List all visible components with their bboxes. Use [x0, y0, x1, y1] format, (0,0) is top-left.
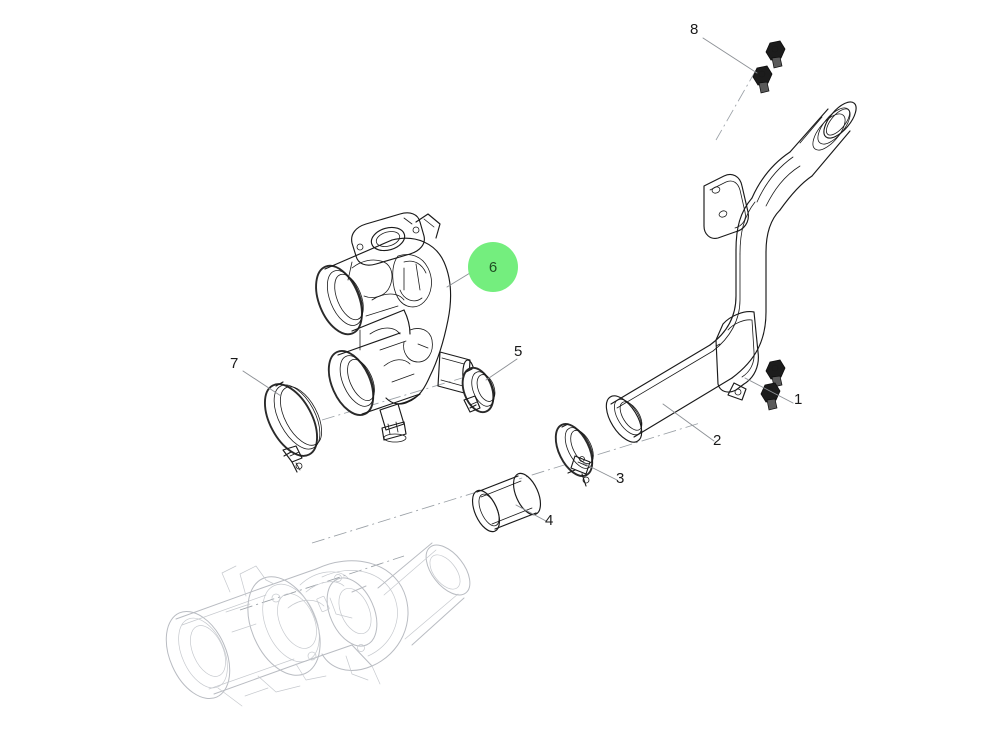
callout-label-1[interactable]: 1 — [794, 391, 803, 408]
part-2-charge-air-pipe — [605, 101, 857, 443]
part-1-mounting-bolt-pair-lower — [760, 359, 786, 411]
leader-8 — [702, 37, 758, 74]
leader-7 — [242, 370, 282, 397]
callout-label-6-highlight[interactable]: 6 — [468, 242, 518, 292]
leader-4 — [515, 504, 547, 522]
callout-label-6: 6 — [488, 258, 498, 276]
callout-label-8[interactable]: 8 — [690, 21, 699, 38]
callout-label-5[interactable]: 5 — [514, 343, 523, 360]
callout-label-2[interactable]: 2 — [713, 432, 722, 449]
part-7-hose-clamp-large — [263, 381, 323, 473]
turbocharger-assembly-reference — [165, 542, 471, 707]
leader-2 — [662, 403, 715, 442]
callout-leader-lines — [242, 37, 794, 522]
leader-5 — [485, 358, 518, 381]
leader-6 — [446, 272, 471, 288]
part-8-mounting-bolt-pair-upper — [752, 40, 786, 94]
part-4-rubber-connector-sleeve — [471, 472, 542, 533]
callout-label-3[interactable]: 3 — [616, 470, 625, 487]
callout-label-4[interactable]: 4 — [545, 512, 554, 529]
part-3-hose-clamp-medium — [554, 423, 594, 487]
part-5-hose-clamp-small — [461, 366, 496, 414]
part-6-intake-manifold-y-connector — [315, 212, 476, 443]
callout-label-7[interactable]: 7 — [230, 355, 239, 372]
leader-3 — [582, 462, 618, 481]
leader-1 — [744, 377, 794, 404]
